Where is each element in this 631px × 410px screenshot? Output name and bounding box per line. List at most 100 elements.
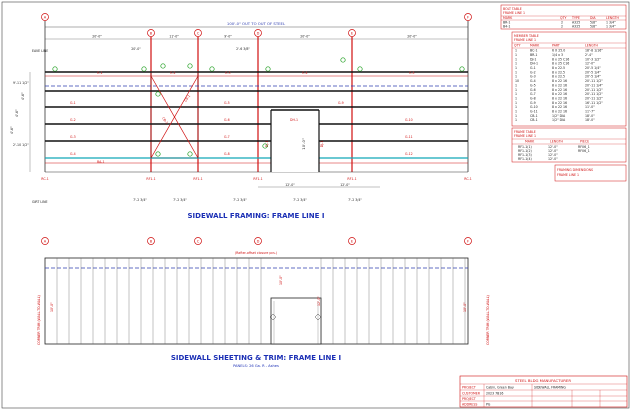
girt-mark: G-1	[70, 101, 76, 105]
frame-cell: 12'-0"	[548, 149, 558, 153]
frame-cell: RF06_1	[578, 149, 590, 153]
member-table-frame	[511, 31, 627, 127]
member-cell: 18'-0"	[585, 114, 595, 118]
frame-table-title: FRAME TABLE	[514, 130, 536, 134]
member-cell: 1	[515, 92, 517, 96]
elev-dim: 2'-10 1/2"	[13, 143, 29, 147]
frame-cell: RF1-1(3)	[518, 153, 532, 157]
member-cell: 1	[515, 66, 517, 70]
member-cell: G-10	[530, 105, 538, 109]
grid-bubble	[464, 237, 472, 245]
member-cell: 1	[515, 49, 517, 53]
top-dim: 20'-0"	[131, 47, 141, 51]
note-title: FRAMING DIMENSIONS	[557, 168, 593, 172]
tb-value: Cabin, Green Bay	[486, 386, 514, 390]
top-dim: 9'-0"	[224, 35, 232, 39]
tb-value: SIDEWALL FRAMING	[534, 386, 566, 390]
sheeting-panel-area	[44, 257, 469, 345]
bolt-table-subtitle: FRAME LINE 1	[503, 11, 525, 15]
member-cell: 18'-8 1/16"	[585, 49, 603, 53]
member-cell: 1	[515, 75, 517, 79]
girt-mark: G-3	[70, 135, 76, 139]
tb-label: PROJECT	[462, 386, 476, 390]
member-cell: 1	[515, 105, 517, 109]
connection-marker	[340, 57, 346, 63]
member-cell: 20'-5 1/4"	[585, 70, 601, 74]
small-dim: 7'-2 3/4"	[233, 198, 247, 202]
grid-bubble	[348, 237, 356, 245]
connection-marker	[187, 63, 193, 69]
company-name: STEEL BLDG MANUFACTURER	[515, 378, 571, 383]
member-cell: G-7	[530, 92, 536, 96]
bolt-hdr: LENGTH	[606, 16, 619, 20]
member-cell: G-8	[530, 96, 536, 100]
grid-label: D	[257, 31, 260, 35]
elev-dim: 4'-6"	[10, 126, 14, 134]
sheeting-elevation: A B C D E F (Rafter-offset closure pcs.)…	[37, 237, 490, 368]
connection-marker	[160, 63, 166, 69]
grid-label: A	[44, 239, 47, 243]
edge-dim: 10'-0"	[463, 302, 467, 312]
grid-bubble	[464, 13, 472, 21]
panel-seams	[56, 258, 466, 344]
bolt-table-frame	[500, 4, 627, 30]
member-cell: 1	[515, 53, 517, 57]
member-cell: 20'-11 1/2"	[585, 88, 603, 92]
eave-line-label: EAVE LINE	[32, 49, 48, 53]
grid-label: C	[197, 31, 200, 35]
door-height: 10'-0"	[301, 138, 306, 150]
member-cell: 1	[515, 96, 517, 100]
member-cell: 8 x 22 16	[552, 101, 567, 105]
top-dim: 20'-0"	[92, 35, 102, 39]
connection-markers	[52, 57, 465, 157]
grid-bubble	[194, 237, 202, 245]
bolt-table-title: BOLT TABLE	[503, 7, 522, 11]
door-trim-dim: 12'-0"	[317, 296, 321, 306]
door-header-mark: DH-1	[290, 118, 298, 122]
door-jamb-mark: DJ-1	[265, 141, 269, 147]
small-dim: 7'-2 3/4"	[293, 198, 307, 202]
grid-label: D	[257, 239, 260, 243]
member-table: MEMBER TABLE FRAME LINE 1 QTY MARK PART …	[511, 31, 627, 127]
elev-dim: 4'-6"	[21, 92, 25, 100]
frame-hdr: LENGTH	[550, 140, 563, 144]
girt-mark: G-7	[224, 135, 230, 139]
frame-cell: 12'-0"	[548, 145, 558, 149]
connection-marker	[187, 151, 193, 157]
bottom-dim: 12'-0"	[285, 183, 295, 187]
eave-mark: E-4	[302, 71, 307, 75]
member-cell: 18'-0"	[585, 118, 595, 122]
small-dim: 7'-2 3/4"	[348, 198, 362, 202]
top-dim: 11'-0"	[169, 35, 179, 39]
member-cell: 6 X 25.0	[552, 49, 565, 53]
member-cell: 8 x 22 16	[552, 110, 567, 114]
bottom-dim: 12'-0"	[340, 183, 350, 187]
grid-label: C	[197, 239, 200, 243]
bolt-table: BOLT TABLE FRAME LINE 1 MARK QTY TYPE DI…	[500, 4, 627, 30]
member-cell: 8 x 25 C16	[552, 57, 569, 61]
bolt-hdr: MARK	[503, 16, 513, 20]
member-cell: 8 x 22 16	[552, 83, 567, 87]
door-opening	[271, 110, 319, 172]
elev-dim: 9'-11 1/2"	[13, 81, 29, 85]
member-cell: 16'-11 1/2"	[585, 101, 603, 105]
grid-label: B	[150, 31, 153, 35]
tb-value: PG	[486, 403, 491, 407]
grid-label: A	[44, 15, 47, 19]
member-cell: G-11	[530, 110, 538, 114]
connection-marker	[209, 66, 215, 72]
brace-mark: CB-1	[161, 116, 169, 125]
frame-cell: RF1-1(1)	[518, 145, 532, 149]
framing-title: SIDEWALL FRAMING: FRAME LINE I	[188, 212, 325, 220]
eave-mark: E-1	[97, 71, 102, 75]
member-cell: 1	[515, 62, 517, 66]
x-brace: CB-1 CB-1	[150, 71, 199, 159]
member-table-subtitle: FRAME LINE 1	[514, 38, 536, 42]
base-mark: BA-1	[97, 160, 104, 164]
bolt-cell: 5/8"	[590, 21, 597, 25]
member-cell: 1	[515, 101, 517, 105]
connection-marker	[155, 151, 161, 157]
right-corner-trim: CORNER TRIM (WALL-TO-WALL)	[486, 295, 490, 345]
grid-bubble	[194, 29, 202, 37]
